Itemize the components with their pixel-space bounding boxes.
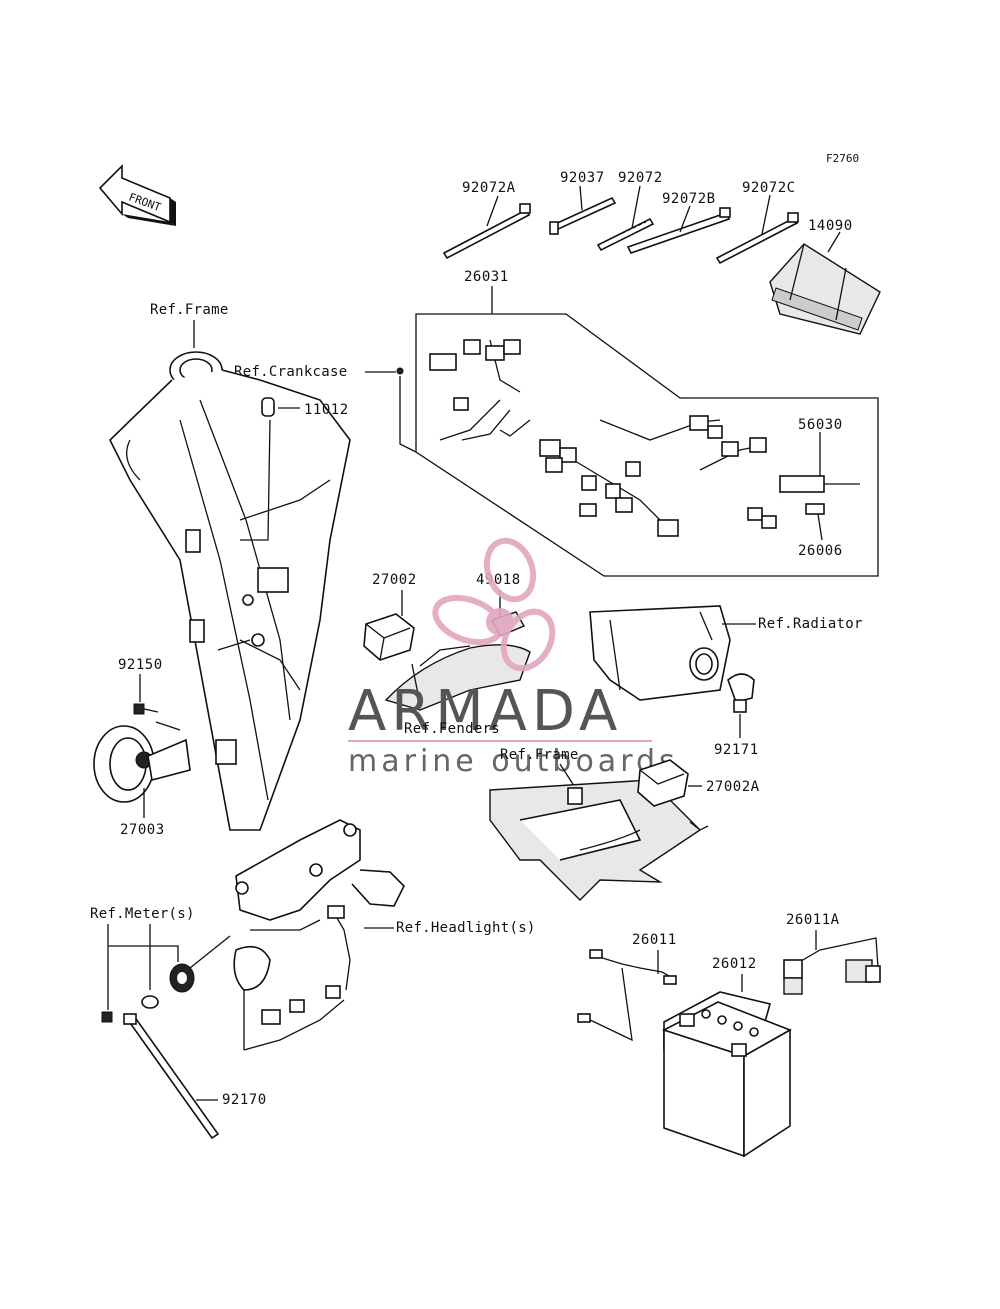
watermark-title: ARMADA <box>348 679 622 744</box>
label-92150: 92150 <box>118 657 163 673</box>
part-11012[interactable] <box>261 397 275 417</box>
part-92170-strap[interactable] <box>123 1013 220 1140</box>
ref-radiator: Ref.Radiator <box>758 616 863 632</box>
label-92072C: 92072C <box>742 180 796 196</box>
frame-mid-drawing <box>489 779 709 901</box>
meter-washer[interactable] <box>141 995 159 1009</box>
label-92170: 92170 <box>222 1092 267 1108</box>
ref-fenders: Ref.Fenders <box>404 721 500 737</box>
label-26011: 26011 <box>632 932 677 948</box>
part-92072A[interactable] <box>442 203 531 260</box>
label-27003: 27003 <box>120 822 165 838</box>
watermark-subtitle: marine outboards <box>348 744 679 779</box>
ref-crankcase: Ref.Crankcase <box>234 364 347 380</box>
radiator-drawing <box>589 605 731 701</box>
label-26006: 26006 <box>798 543 843 559</box>
part-92171-clamp[interactable] <box>727 673 755 713</box>
ref-frame-top: Ref.Frame <box>150 302 229 318</box>
figure-code: F2760 <box>826 152 859 165</box>
label-92171: 92171 <box>714 742 759 758</box>
part-26011A-cable[interactable] <box>783 937 881 995</box>
label-92037: 92037 <box>560 170 605 186</box>
harness-outline <box>415 313 879 577</box>
ref-meter: Ref.Meter(s) <box>90 906 195 922</box>
part-27003-horn[interactable] <box>93 725 191 803</box>
meter-grommet[interactable] <box>169 963 195 993</box>
part-27002-relay[interactable] <box>363 613 415 661</box>
meter-screw[interactable] <box>101 1011 113 1023</box>
part-14090-cover[interactable] <box>769 243 881 335</box>
crankcase-bolt-icon <box>396 367 404 375</box>
label-92072A: 92072A <box>462 180 516 196</box>
label-92072B: 92072B <box>662 191 716 207</box>
label-27002A: 27002A <box>706 779 760 795</box>
label-27002: 27002 <box>372 572 417 588</box>
part-92037[interactable] <box>549 196 617 235</box>
part-26006-fuse[interactable] <box>805 503 825 515</box>
label-92072: 92072 <box>618 170 663 186</box>
part-56030-relay[interactable] <box>779 475 860 493</box>
label-56030: 56030 <box>798 417 843 433</box>
part-92150-bolt[interactable] <box>133 703 159 715</box>
ref-frame-mid: Ref.Frame <box>500 747 579 763</box>
label-11012: 11012 <box>304 402 349 418</box>
label-49018: 49018 <box>476 572 521 588</box>
part-92072B[interactable] <box>626 207 731 254</box>
front-arrow-icon: FRONT <box>98 164 176 226</box>
armada-logo <box>432 537 556 672</box>
frame-drawing <box>109 351 351 831</box>
part-26012-battery[interactable] <box>661 991 792 1158</box>
ref-headlight: Ref.Headlight(s) <box>396 920 536 936</box>
label-26011A: 26011A <box>786 912 840 928</box>
label-26031: 26031 <box>464 269 509 285</box>
label-26012: 26012 <box>712 956 757 972</box>
part-92072C[interactable] <box>715 212 799 265</box>
fenders-drawing <box>384 644 531 711</box>
part-26031-main-harness[interactable] <box>429 339 781 537</box>
part-26011-cable[interactable] <box>577 949 677 1042</box>
part-27002A-relay[interactable] <box>637 759 689 807</box>
label-14090: 14090 <box>808 218 853 234</box>
headlight-bracket-drawing <box>233 819 405 1051</box>
